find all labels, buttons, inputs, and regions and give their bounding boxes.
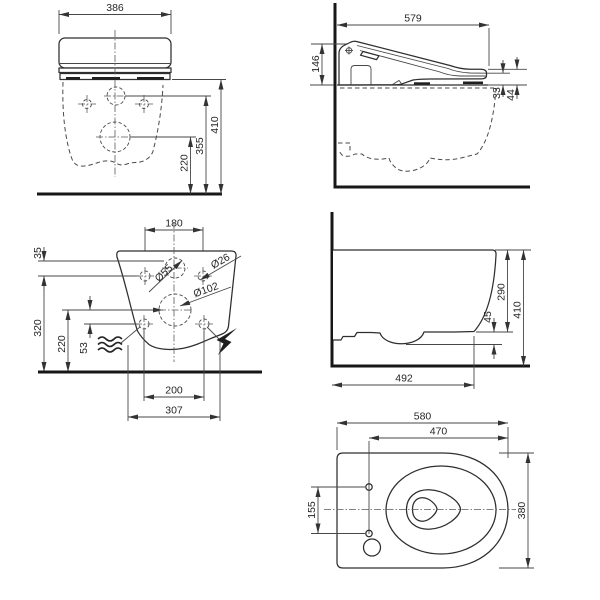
water-supply-icon: [97, 336, 123, 353]
dim-label-hole-spacing: 155: [306, 501, 318, 519]
bowl-plan-outline: [336, 452, 509, 569]
dim-label-lower-holes: 200: [165, 385, 183, 397]
power-leader: [206, 326, 221, 341]
water-supply-hole: [362, 538, 382, 557]
dim-label-bowl-depth: 492: [395, 373, 413, 385]
hidden-bowl-outline: [62, 81, 164, 167]
trapway-opening-outer: [405, 489, 462, 530]
seat-fixing-hole: [365, 483, 373, 491]
dim-label-lower-offset: 53: [78, 342, 90, 354]
dim-depth: 579: [337, 13, 490, 66]
dim-bowl-width: 380: [499, 452, 534, 569]
dim-seat-width: 386: [58, 2, 172, 34]
dim-label-total-height: 410: [512, 301, 524, 319]
trapway-opening-inner: [411, 497, 438, 522]
dim-label-bottom-width: 307: [165, 405, 183, 417]
plate-pad: [66, 77, 80, 80]
dim-inlet-height: 355: [125, 95, 211, 194]
rim-inner-edge: [385, 465, 497, 555]
side-view-bowl: 290 410 45 492: [330, 212, 531, 389]
dim-label-corner-drop: 45: [482, 311, 494, 323]
front-view: 386 410: [37, 2, 226, 196]
base-foot: [391, 79, 403, 86]
dim-lid-front-height: 44: [488, 57, 527, 101]
dim-label-total-depth: 580: [414, 411, 432, 423]
top-view: 580 470 155 380: [306, 411, 534, 569]
dim-overall-height: 410: [172, 79, 226, 194]
bowl-profile: [333, 249, 497, 345]
dim-label-overall-height: 410: [209, 116, 221, 134]
seat-fixing-hole: [365, 529, 373, 538]
dim-label-rear-height: 146: [310, 55, 322, 73]
water-leader: [120, 326, 141, 344]
rear-view: 180 35 320 220 53: [32, 218, 262, 421]
dim-hole-depth: 470: [369, 426, 508, 441]
upper-fixing-hole: [136, 267, 154, 285]
control-panel: [359, 50, 380, 61]
dim-label-drain-height: 220: [179, 154, 191, 172]
dim-label-depth: 579: [404, 13, 422, 25]
lightning-bolt-icon: [216, 328, 237, 355]
dim-bowl-depth: 492: [332, 336, 475, 389]
dim-rear-height: 146: [310, 43, 351, 86]
dim-drain-height: 220: [131, 136, 196, 194]
dim-label-rim-height: 290: [496, 283, 508, 301]
dim-drain-height-rear: 220: [56, 307, 163, 372]
side-view-seat: 579 146 33 44: [310, 3, 530, 189]
hidden-bowl-outline: [337, 87, 497, 172]
lower-fixing-hole: [135, 315, 153, 333]
dim-label-lid-front: 44: [505, 89, 517, 101]
dim-label-hole-depth: 470: [430, 426, 448, 438]
dim-bottom-width: 307: [127, 341, 221, 421]
plate-pad: [92, 77, 120, 80]
fixing-hole: [135, 95, 153, 113]
dim-corner-drop: 45: [482, 311, 497, 359]
seat-seam: [359, 50, 486, 77]
lower-fixing-hole: [195, 315, 213, 333]
seat-bumper: [463, 81, 483, 85]
dim-label-seat-width: 386: [106, 2, 124, 14]
dim-rim-height: 290: [496, 250, 510, 332]
dim-lower-hole-spacing: 200: [143, 331, 205, 401]
dim-label-bowl-width: 380: [516, 502, 528, 520]
dim-seat-hole-spacing: 155: [306, 486, 365, 534]
dim-label-inlet-height: 355: [194, 137, 206, 155]
dim-lower-hole-offset: 53: [78, 296, 138, 354]
dim-fixing-height: 320: [32, 276, 47, 372]
plate-pad: [137, 77, 164, 80]
washlet-profile: [338, 40, 488, 86]
dim-seat-front-height: 33: [487, 60, 527, 99]
dim-total-depth: 580: [336, 411, 509, 458]
fixing-hole: [78, 95, 96, 113]
dim-label-inlet-offset: 35: [32, 247, 44, 259]
unit-base: [350, 65, 372, 85]
dim-total-height: 410: [512, 250, 526, 366]
dim-label-seat-front: 33: [491, 87, 503, 99]
lid-seam: [356, 45, 487, 74]
seat-bumper: [414, 82, 430, 85]
dim-label-drain-height-rear: 220: [56, 335, 68, 353]
dim-label-fixing-height: 320: [32, 319, 44, 337]
